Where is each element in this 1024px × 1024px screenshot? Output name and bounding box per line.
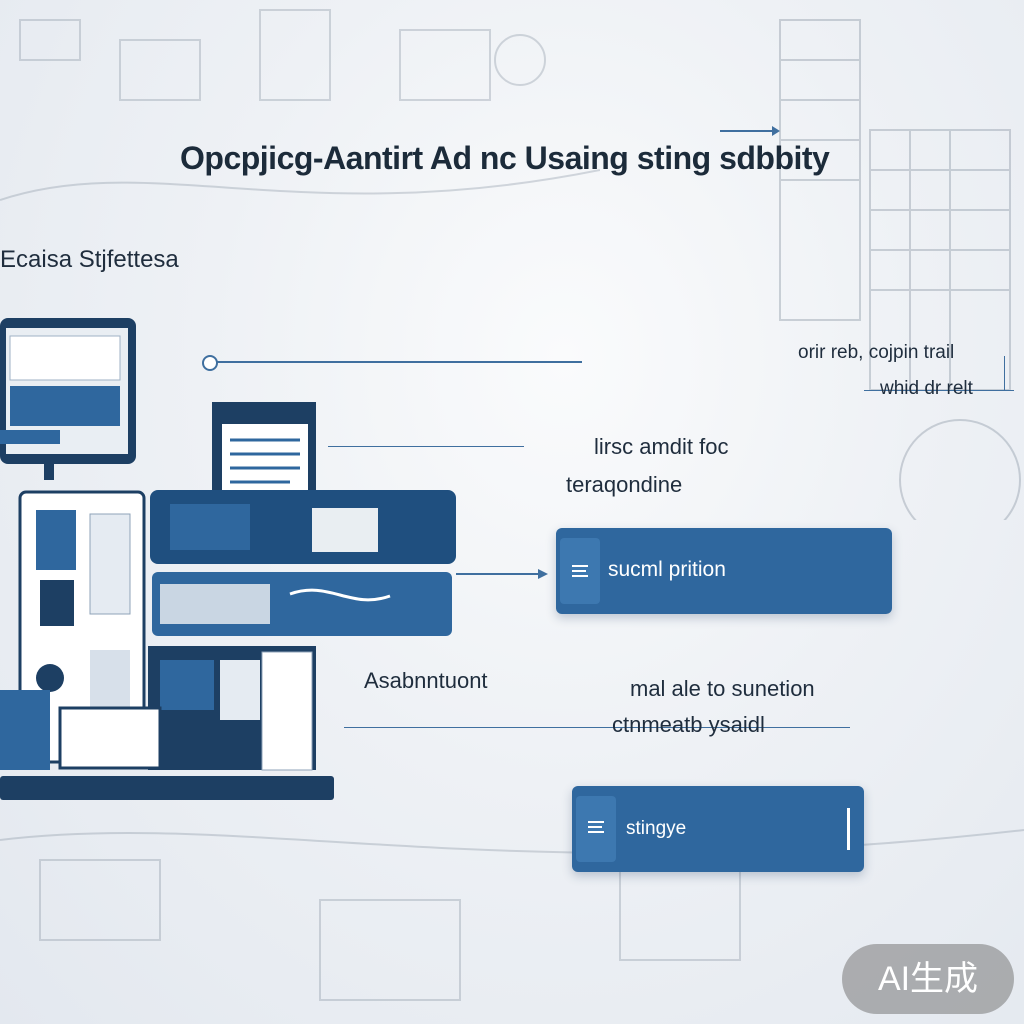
connector-line-1 xyxy=(216,361,582,363)
annotation-middle-1: lirsc amdit foc xyxy=(594,434,729,459)
connector-node-1 xyxy=(202,355,218,371)
title-arrow-icon xyxy=(720,126,780,136)
process-box-1: sucml prition xyxy=(556,528,892,614)
annotation-top-right-1: orir reb, cojpin trail xyxy=(798,342,955,363)
annotation-middle-2: teraqondine xyxy=(566,472,683,497)
page-title: Opcpjicg-Aantirt Ad nc Usaing sting sdbb… xyxy=(180,140,830,176)
connector-line-6 xyxy=(1004,356,1005,390)
page-subtitle: Ecaisa Stjfettesa xyxy=(0,246,179,273)
base-machine-icon xyxy=(0,646,334,800)
process-box-2-label: stingye xyxy=(626,818,687,839)
monitor-icon xyxy=(0,318,136,480)
process-box-2-tab xyxy=(576,796,616,862)
tower-cabinet-icon xyxy=(18,490,146,764)
process-box-2: stingye xyxy=(572,786,864,872)
connector-line-4 xyxy=(344,727,850,728)
lines-icon xyxy=(572,565,588,577)
process-box-2-marker xyxy=(847,808,850,850)
annotation-lower-2: ctnmeatb ysaidl xyxy=(612,712,765,737)
connector-line-2 xyxy=(328,446,524,447)
equipment-illustration xyxy=(0,318,456,800)
annotation-left-label: Asabnntuont xyxy=(364,668,488,693)
annotation-top-right-2: whid dr relt xyxy=(880,378,973,399)
ai-generated-badge: AI生成 xyxy=(842,944,1014,1014)
annotation-lower-1: mal ale to sunetion xyxy=(630,676,815,701)
process-box-1-label: sucml prition xyxy=(608,558,726,581)
connector-line-3 xyxy=(456,573,538,575)
connector-line-5 xyxy=(864,390,1014,391)
stacked-machine-icon xyxy=(150,490,456,636)
lines-icon xyxy=(588,821,604,833)
background-cityscape xyxy=(779,19,1021,520)
connector-arrow-3 xyxy=(538,569,548,579)
background-machinery xyxy=(0,9,600,201)
